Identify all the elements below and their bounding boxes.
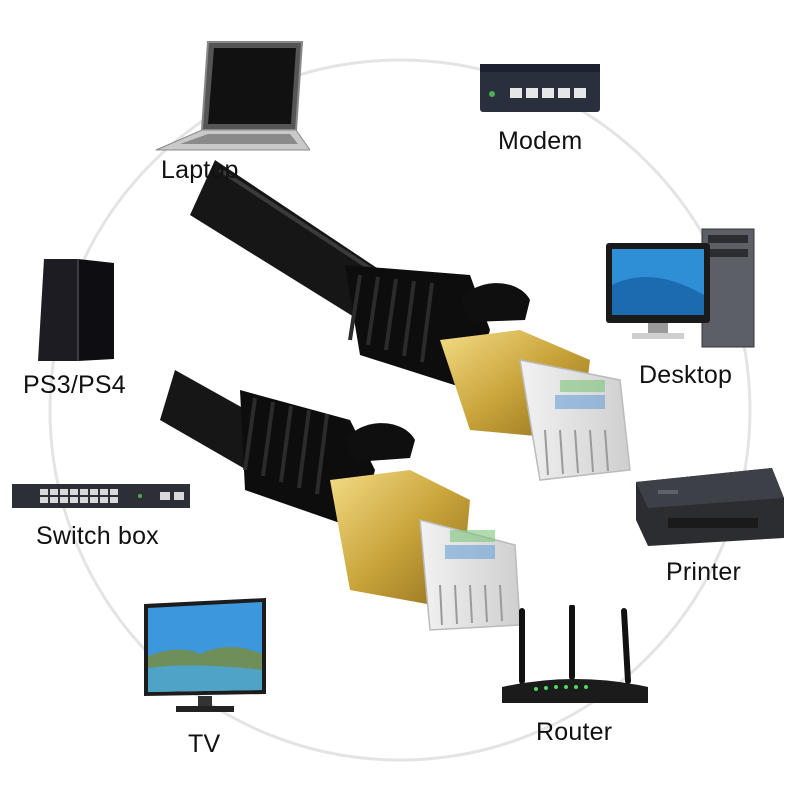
game-console-icon [36, 255, 116, 365]
ps-label: PS3/PS4 [23, 371, 126, 399]
router-icon [500, 604, 650, 710]
laptop-icon [150, 38, 311, 153]
desktop-computer-icon [602, 225, 762, 350]
printer-icon [628, 460, 788, 550]
tv-icon [140, 596, 270, 716]
laptop-label: Laptop [161, 156, 239, 184]
router-label: Router [536, 718, 613, 746]
tv-label: TV [188, 730, 221, 758]
modem-icon [478, 60, 603, 120]
modem-label: Modem [498, 127, 583, 155]
desktop-label: Desktop [639, 361, 733, 389]
printer-label: Printer [666, 558, 742, 586]
switch-label: Switch box [36, 522, 159, 550]
network-switch-icon [10, 480, 192, 512]
